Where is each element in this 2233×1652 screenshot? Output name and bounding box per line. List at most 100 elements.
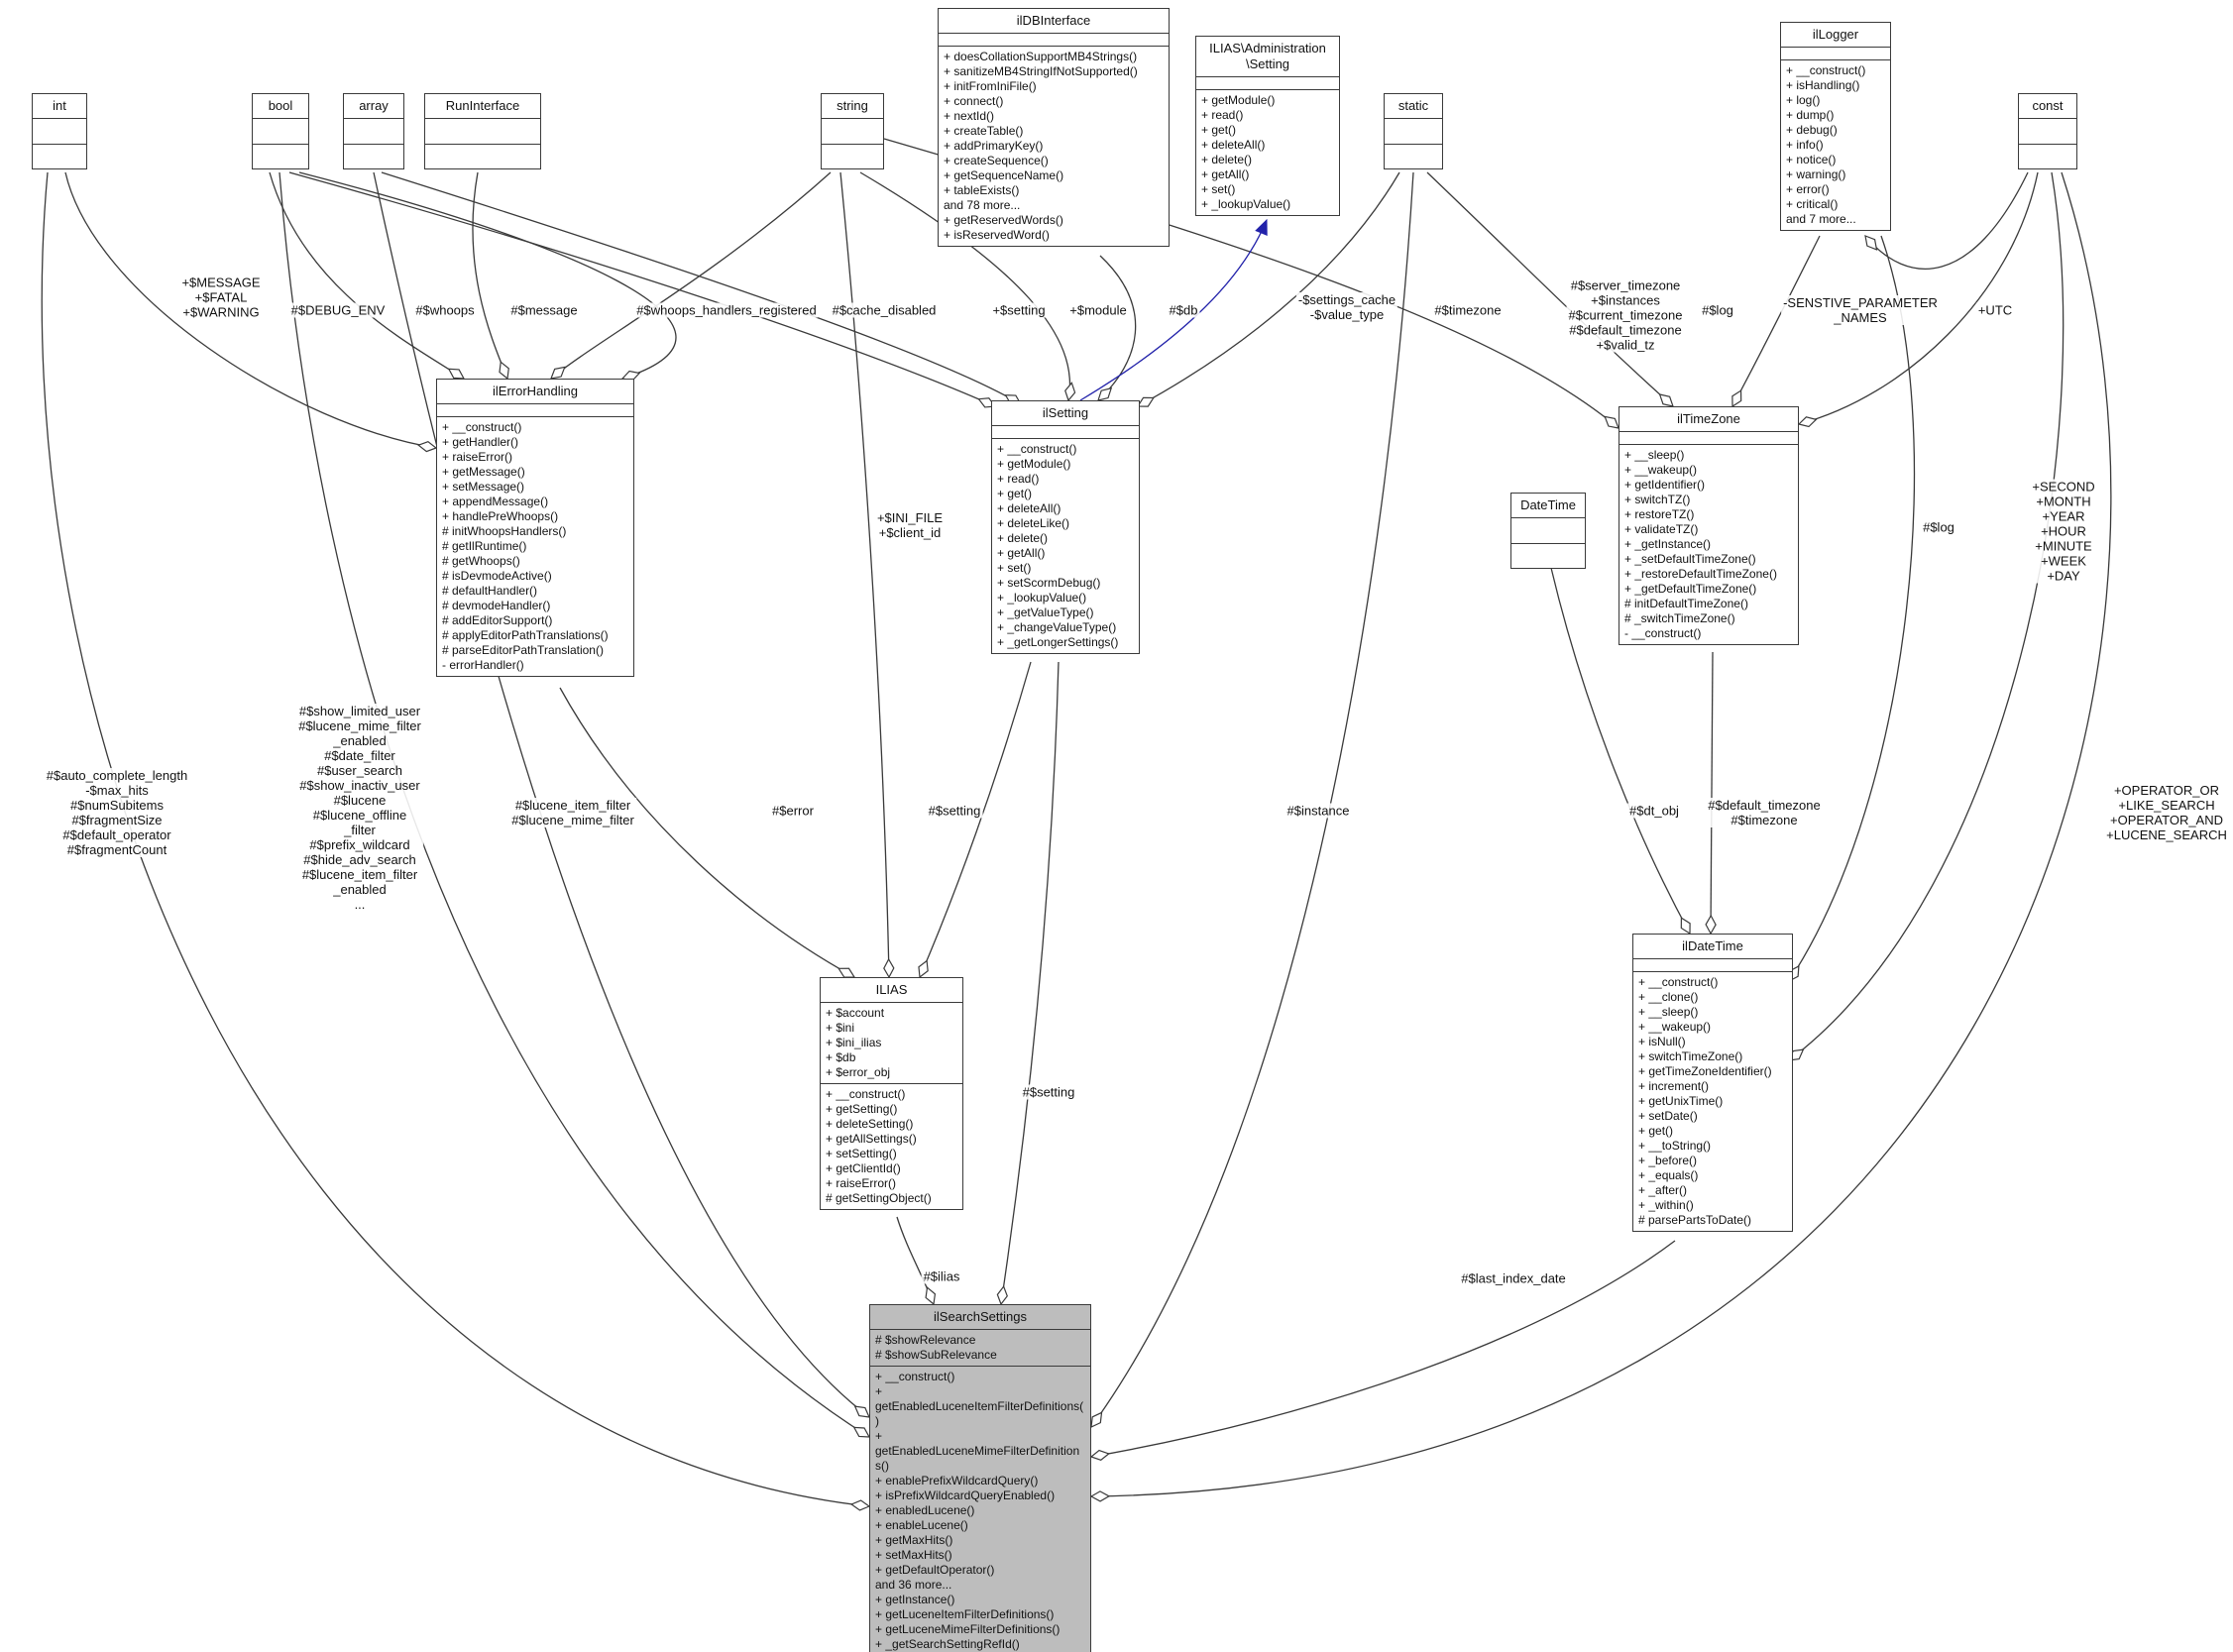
class-ILIAS[interactable]: ILIAS+ $account+ $ini+ $ini_ilias+ $db+ … — [820, 977, 963, 1210]
class-ilErrorHandling[interactable]: ilErrorHandling+ __construct()+ getHandl… — [436, 379, 634, 677]
class-ilTimeZone[interactable]: ilTimeZone+ __sleep()+ __wakeup()+ getId… — [1619, 406, 1799, 645]
class-ilDateTime[interactable]: ilDateTime+ __construct()+ __clone()+ __… — [1632, 934, 1793, 1232]
class-method: + _restoreDefaultTimeZone() — [1624, 567, 1777, 581]
attributes-compartment — [1619, 432, 1798, 444]
class-ilSetting[interactable]: ilSetting+ __construct()+ getModule()+ r… — [991, 400, 1140, 654]
class-method: + dump() — [1786, 108, 1835, 122]
class-method: + __wakeup() — [1638, 1020, 1712, 1034]
class-method: + _getSearchSettingRefId() — [875, 1637, 1020, 1651]
methods-compartment — [425, 144, 540, 168]
class-int[interactable]: int — [32, 93, 87, 169]
aggregation-diamond-icon — [1089, 1490, 1111, 1502]
methods-compartment: + __construct()+ getModule()+ read()+ ge… — [992, 438, 1139, 653]
class-method: # _switchTimeZone() — [1624, 611, 1735, 625]
class-method: + getEnabledLuceneMimeFilterDefinitions(… — [875, 1429, 1080, 1473]
class-name: bool — [253, 94, 308, 119]
aggregation-diamond-icon — [1658, 393, 1674, 407]
edge-ilSetting-ILIAS — [919, 661, 1032, 978]
edge-label-const-ilLogger: -SENSTIVE_PARAMETER _NAMES — [1781, 295, 1940, 325]
class-array[interactable]: array — [343, 93, 404, 169]
class-method: + get() — [997, 487, 1033, 500]
class-method: + isNull() — [1638, 1035, 1686, 1048]
class-method: + getIdentifier() — [1624, 478, 1706, 492]
class-method: # initWhoopsHandlers() — [442, 524, 567, 538]
class-attribute: + $db — [826, 1050, 856, 1064]
attributes-compartment — [992, 426, 1139, 438]
class-method: + getLuceneItemFilterDefinitions() — [875, 1607, 1055, 1621]
attributes-compartment — [425, 119, 540, 144]
class-method: + setMessage() — [442, 480, 525, 494]
class-method: + get() — [1638, 1124, 1674, 1138]
edge-label-string-ilSetting: +$module — [1067, 302, 1129, 318]
aggregation-diamond-icon — [1097, 386, 1113, 401]
edge-label-static-ilSetting: -$settings_cache -$value_type — [1295, 292, 1398, 322]
class-method: + critical() — [1786, 197, 1839, 211]
class-attribute: # $showRelevance — [875, 1333, 976, 1347]
class-method: + deleteAll() — [997, 501, 1061, 515]
class-method: + getMaxHits() — [875, 1533, 953, 1547]
class-method: + getAll() — [997, 546, 1046, 560]
class-ilLogger[interactable]: ilLogger+ __construct()+ isHandling()+ l… — [1780, 22, 1891, 231]
class-method: + __toString() — [1638, 1139, 1712, 1153]
methods-compartment: + __construct()+ isHandling()+ log()+ du… — [1781, 59, 1890, 230]
edge-ilLogger-ilTimeZone — [1731, 235, 1821, 407]
class-name: int — [33, 94, 86, 119]
class-method: # isDevmodeActive() — [442, 569, 552, 583]
class-method: + raiseError() — [442, 450, 513, 464]
class-ILIASAdministrationSetting[interactable]: ILIAS\Administration \Setting+ getModule… — [1195, 36, 1340, 216]
class-method: and 7 more... — [1786, 212, 1856, 226]
edge-array-ilSearchSettings — [373, 171, 870, 1418]
class-method: + tableExists() — [944, 183, 1020, 197]
class-method: + getClientId() — [826, 1161, 901, 1175]
class-name: DateTime — [1511, 494, 1585, 518]
edge-const-ilLogger — [1864, 171, 2029, 270]
class-bool[interactable]: bool — [252, 93, 309, 169]
class-const[interactable]: const — [2018, 93, 2077, 169]
aggregation-diamond-icon — [499, 361, 509, 381]
class-method: + getTimeZoneIdentifier() — [1638, 1064, 1772, 1078]
edge-int-ilSearchSettings — [41, 171, 870, 1507]
class-RunInterface[interactable]: RunInterface — [424, 93, 541, 169]
class-method: + getModule() — [997, 457, 1071, 471]
aggregation-diamond-icon — [849, 1499, 871, 1511]
edge-ilDBInterface-ilSetting — [1097, 255, 1137, 401]
class-attribute: + $account — [826, 1006, 885, 1020]
edge-label-string-ilTimeZone: #$timezone — [1432, 302, 1504, 318]
class-method: + handlePreWhoops() — [442, 509, 559, 523]
edge-ilErrorHandling-ILIAS — [559, 687, 855, 978]
class-method: - errorHandler() — [442, 658, 524, 672]
class-method: + getAllSettings() — [826, 1132, 917, 1146]
aggregation-diamond-icon — [1705, 914, 1717, 936]
class-string[interactable]: string — [821, 93, 884, 169]
class-static[interactable]: static — [1384, 93, 1443, 169]
class-method: # getIlRuntime() — [442, 539, 527, 553]
class-method: - __construct() — [1624, 626, 1702, 640]
class-method: + increment() — [1638, 1079, 1710, 1093]
class-attribute: # $showSubRelevance — [875, 1348, 997, 1362]
attributes-compartment: # $showRelevance# $showSubRelevance — [870, 1330, 1090, 1366]
class-method: + debug() — [1786, 123, 1838, 137]
class-name: ilDateTime — [1633, 935, 1792, 959]
class-method: + _getLongerSettings() — [997, 635, 1119, 649]
class-ilDBInterface[interactable]: ilDBInterface+ doesCollationSupportMB4St… — [938, 8, 1170, 247]
edge-label-const-ilTimeZone: +UTC — [1975, 302, 2015, 318]
class-method: + createSequence() — [944, 154, 1049, 167]
class-method: # initDefaultTimeZone() — [1624, 597, 1748, 610]
class-method: + getModule() — [1201, 93, 1276, 107]
class-DateTime[interactable]: DateTime — [1510, 493, 1586, 569]
edge-label-ILIAS-ilSearchSettings: #$ilias — [921, 1268, 962, 1284]
class-method: + getDefaultOperator() — [875, 1563, 995, 1577]
methods-compartment — [1511, 543, 1585, 568]
attributes-compartment — [2019, 119, 2076, 144]
edge-ilSetting-ilSearchSettings — [1000, 661, 1060, 1305]
methods-compartment: + __construct()+ getHandler()+ raiseErro… — [437, 416, 633, 676]
class-method: + restoreTZ() — [1624, 507, 1695, 521]
class-ilSearchSettings[interactable]: ilSearchSettings# $showRelevance# $showS… — [869, 1304, 1091, 1652]
class-method: + switchTZ() — [1624, 493, 1691, 506]
aggregation-diamond-icon — [1604, 415, 1619, 429]
edge-string-ilErrorHandling — [550, 171, 832, 380]
class-method: + __construct() — [997, 442, 1077, 456]
class-method: + getUnixTime() — [1638, 1094, 1724, 1108]
class-method: + getMessage() — [442, 465, 525, 479]
class-method: + _equals() — [1638, 1168, 1699, 1182]
